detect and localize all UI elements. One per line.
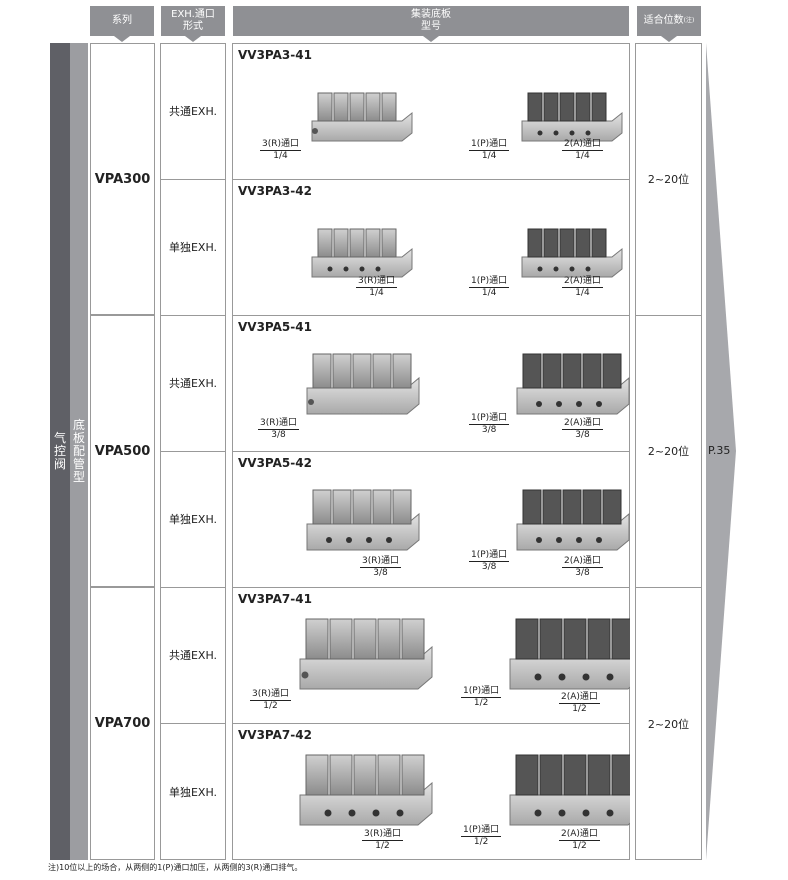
exh-cell: 单独EXH. [168,785,218,799]
model-label: VV3PA3-42 [238,184,312,198]
stations-cell: 2~20位 [647,173,690,186]
manifold-image-right [516,353,630,415]
manifold-image-left [306,353,420,415]
header-exh-type: EXH.通口形式 [161,6,225,42]
manifold-image-left [311,92,413,142]
divider [232,723,630,724]
divider [635,315,702,316]
model-label: VV3PA7-41 [238,592,312,606]
divider [232,587,630,588]
stations-cell: 2~20位 [647,717,690,731]
stations-column [635,43,702,860]
valve-type-bar: 气控阀 [50,43,70,860]
manifold-illustrations [299,92,630,826]
header-stations: 适合位数(注) [637,6,701,42]
divider [160,315,226,316]
base-type-bar: 底板配管型 [70,43,88,860]
exh-cell: 共通EXH. [168,649,218,662]
manifold-image-right [521,228,623,278]
model-label: VV3PA5-42 [238,456,312,470]
model-label: VV3PA3-41 [238,48,312,62]
exh-cell: 单独EXH. [168,241,218,254]
divider [232,179,630,180]
divider [232,315,630,316]
divider [160,723,226,724]
footnote: 注)10位以上的场合，从两侧的1(P)通口加压，从两侧的3(R)通口排气。 [48,863,303,872]
manifold-image-left [306,489,420,551]
manifold-image-left [299,754,433,826]
manifold-image-left [299,618,433,690]
page-ref-label: P.35 [708,444,731,457]
stations-cell: 2~20位 [647,445,690,458]
manifold-image-right [516,489,630,551]
header-series: 系列 [90,6,154,42]
series-cell-vpa500: VPA500 [90,315,155,587]
manifold-image-right [509,618,630,690]
divider [635,587,702,588]
exh-cell: 共通EXH. [168,105,218,118]
header-manifold-model: 集装底板型号 [233,6,629,42]
series-cell-vpa300: VPA300 [90,43,155,315]
manifold-image-right [521,92,623,142]
exh-cell: 共通EXH. [168,377,218,390]
page-ref-arrow [706,43,736,860]
divider [160,451,226,452]
divider [160,179,226,180]
model-label: VV3PA5-41 [238,320,312,334]
model-label: VV3PA7-42 [238,728,312,742]
series-cell-vpa700: VPA700 [90,587,155,860]
divider [232,451,630,452]
manifold-image-left [311,228,413,278]
exh-cell: 单独EXH. [168,513,218,526]
manifold-image-right [509,754,630,826]
divider [160,587,226,588]
